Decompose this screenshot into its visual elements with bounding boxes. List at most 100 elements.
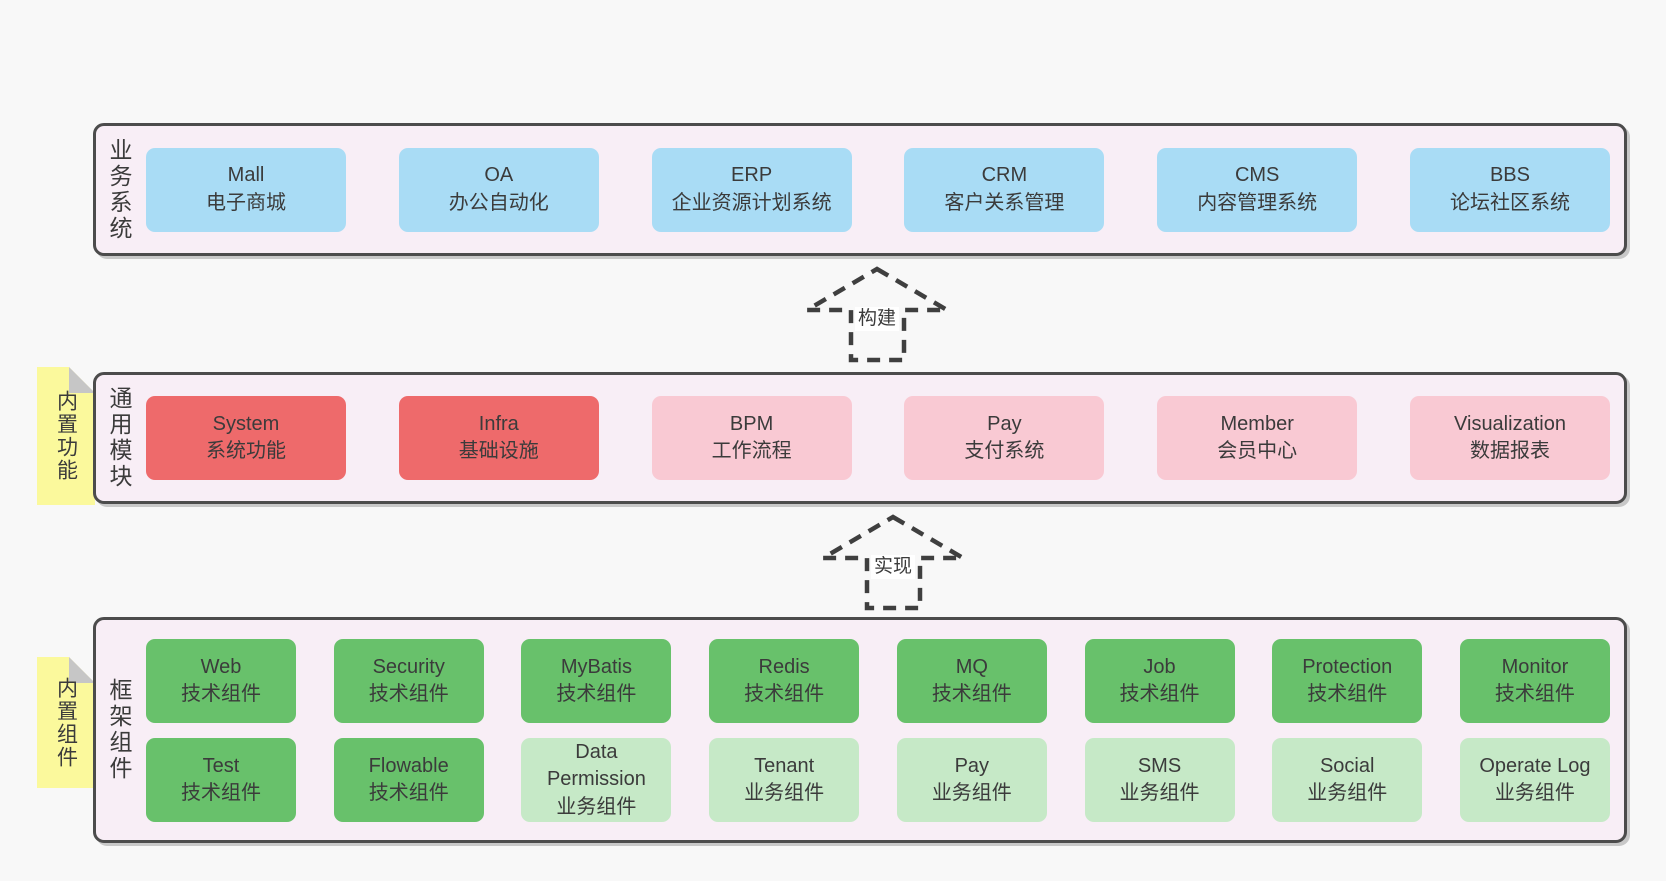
band-modules-label: 通用模块	[106, 386, 132, 490]
box-subtitle: 业务组件	[931, 782, 1012, 804]
box-title: BBS	[1489, 164, 1530, 187]
box-subtitle: 办公自动化	[448, 191, 549, 214]
box-subtitle: 客户关系管理	[944, 191, 1065, 214]
box-test: Test 技术组件	[146, 738, 296, 822]
framework-row-1: Web 技术组件 Security 技术组件 MyBatis 技术组件 Redi…	[146, 639, 1610, 723]
box-subtitle: 技术组件	[1119, 683, 1200, 705]
sticky-note-text: 内置组件	[54, 676, 78, 769]
band-business-label: 业务系统	[106, 137, 132, 242]
box-title: Data Permission	[546, 741, 646, 791]
box-title: MyBatis	[560, 655, 632, 678]
box-subtitle: 论坛社区系统	[1449, 191, 1570, 214]
dashed-up-arrow-icon	[820, 514, 966, 611]
arrow-build-label: 构建	[854, 307, 900, 331]
box-visualization: Visualization 数据报表	[1409, 396, 1610, 480]
box-title: Pay	[954, 754, 990, 777]
arrow-implement: 实现	[820, 514, 966, 611]
box-mq: MQ 技术组件	[896, 639, 1047, 723]
box-subtitle: 技术组件	[1307, 683, 1388, 705]
box-tenant: Tenant 业务组件	[709, 738, 860, 822]
band-framework-label: 框架组件	[106, 678, 132, 782]
box-subtitle: 技术组件	[181, 782, 261, 804]
box-title: Pay	[987, 412, 1022, 435]
box-title: Tenant	[754, 754, 815, 777]
box-subtitle: 会员中心	[1217, 440, 1298, 462]
framework-row-2: Test 技术组件 Flowable 技术组件 Data Permission …	[146, 738, 1610, 822]
box-bpm: BPM 工作流程	[651, 396, 852, 480]
box-security: Security 技术组件	[333, 639, 484, 723]
band-business-systems: 业务系统 Mall 电子商城 OA 办公自动化 ERP 企业资源计划系统 CRM…	[93, 123, 1627, 256]
box-data-permission: Data Permission 业务组件	[521, 738, 672, 822]
box-social: Social 业务组件	[1272, 738, 1423, 822]
box-operate-log: Operate Log 业务组件	[1459, 738, 1610, 822]
box-subtitle: 技术组件	[368, 683, 449, 705]
box-title: Monitor	[1501, 655, 1569, 678]
framework-rows: Web 技术组件 Security 技术组件 MyBatis 技术组件 Redi…	[130, 620, 1624, 840]
box-title: Job	[1143, 655, 1176, 678]
box-subtitle: 业务组件	[1119, 782, 1200, 804]
box-title: Protection	[1302, 655, 1393, 678]
box-pay-component: Pay 业务组件	[896, 738, 1047, 822]
box-crm: CRM 客户关系管理	[904, 147, 1105, 232]
box-title: Member	[1220, 412, 1294, 435]
module-boxes: System 系统功能 Infra 基础设施 BPM 工作流程 Pay 支付系统…	[130, 375, 1624, 501]
sticky-note-built-in-components: 内置组件	[37, 657, 95, 788]
box-erp: ERP 企业资源计划系统	[651, 147, 852, 232]
box-subtitle: 数据报表	[1469, 440, 1550, 462]
business-boxes: Mall 电子商城 OA 办公自动化 ERP 企业资源计划系统 CRM 客户关系…	[130, 126, 1624, 253]
box-subtitle: 业务组件	[744, 782, 825, 804]
box-title: Test	[202, 754, 240, 777]
box-subtitle: 内容管理系统	[1197, 191, 1318, 214]
box-subtitle: 技术组件	[931, 683, 1012, 705]
box-protection: Protection 技术组件	[1272, 639, 1423, 723]
sticky-note-built-in-features: 内置功能	[37, 367, 95, 505]
box-title: ERP	[731, 164, 773, 187]
box-subtitle: 技术组件	[1494, 683, 1575, 705]
box-subtitle: 基础设施	[458, 440, 539, 462]
band-framework-components: 框架组件 Web 技术组件 Security 技术组件 MyBatis 技术组件…	[93, 617, 1627, 843]
box-title: Visualization	[1454, 412, 1566, 435]
box-subtitle: 技术组件	[181, 683, 261, 705]
box-mybatis: MyBatis 技术组件	[521, 639, 672, 723]
box-subtitle: 业务组件	[1307, 782, 1388, 804]
box-redis: Redis 技术组件	[709, 639, 860, 723]
box-title: CMS	[1234, 164, 1280, 187]
box-mall: Mall 电子商城	[146, 147, 346, 232]
box-title: Infra	[478, 412, 519, 435]
box-title: BPM	[729, 412, 774, 435]
box-subtitle: 系统功能	[206, 440, 286, 462]
box-cms: CMS 内容管理系统	[1157, 147, 1358, 232]
box-subtitle: 企业资源计划系统	[671, 191, 832, 214]
box-member: Member 会员中心	[1157, 396, 1358, 480]
box-subtitle: 业务组件	[556, 795, 637, 818]
box-title: Redis	[758, 655, 810, 678]
box-monitor: Monitor 技术组件	[1459, 639, 1610, 723]
box-subtitle: 技术组件	[368, 782, 449, 804]
box-title: System	[212, 412, 280, 435]
box-system: System 系统功能	[146, 396, 346, 480]
box-title: SMS	[1137, 754, 1182, 777]
box-title: Mall	[227, 164, 265, 187]
dashed-up-arrow-icon	[804, 266, 950, 363]
box-title: Web	[200, 655, 242, 678]
box-subtitle: 业务组件	[1494, 782, 1575, 804]
box-title: MQ	[955, 655, 988, 678]
box-title: Security	[372, 655, 445, 678]
box-title: Social	[1319, 754, 1375, 777]
box-subtitle: 工作流程	[711, 440, 792, 462]
box-oa: OA 办公自动化	[398, 147, 599, 232]
box-title: CRM	[981, 164, 1028, 187]
box-bbs: BBS 论坛社区系统	[1409, 147, 1610, 232]
band-common-modules: 通用模块 System 系统功能 Infra 基础设施 BPM 工作流程 Pay…	[93, 372, 1627, 504]
box-subtitle: 技术组件	[744, 683, 825, 705]
box-job: Job 技术组件	[1084, 639, 1235, 723]
box-subtitle: 技术组件	[556, 683, 637, 705]
box-title: OA	[484, 164, 514, 187]
box-title: Flowable	[368, 754, 449, 777]
box-subtitle: 支付系统	[964, 440, 1045, 462]
box-sms: SMS 业务组件	[1084, 738, 1235, 822]
arrow-implement-label: 实现	[870, 555, 916, 579]
box-subtitle: 电子商城	[206, 191, 286, 214]
arrow-build: 构建	[804, 266, 950, 363]
sticky-note-text: 内置功能	[54, 390, 78, 482]
